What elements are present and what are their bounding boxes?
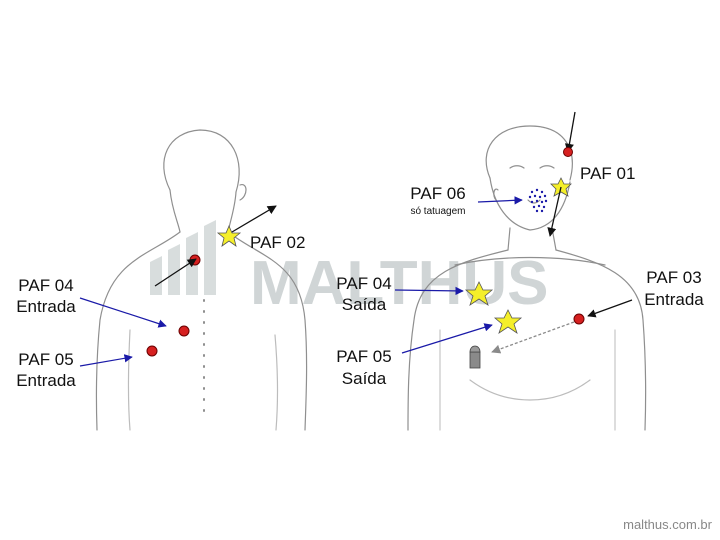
paf01-exit-arrow [547,186,562,237]
paf01-entry-wound [563,147,573,157]
paf04-back-entry-wound [178,325,190,337]
paf05-back-sublabel: Entrada [16,371,76,390]
watermark-text: MALTHUS [250,249,548,318]
paf04-front-exit-star [464,281,494,306]
paf04-back-label: PAF 04 [18,276,74,295]
paf05-front-exit-star [493,309,523,334]
paf03-pointer [587,299,633,318]
paf03-sublabel: Entrada [644,290,704,309]
paf04-front-label: PAF 04 [336,274,392,293]
watermark: MALTHUS [150,220,548,318]
paf05-front-pointer [401,323,493,354]
paf06-pointer [477,196,523,205]
paf06-sublabel: só tatuagem [410,206,466,217]
front-view-figure [407,125,647,431]
paf02-label: PAF 02 [250,233,306,252]
paf01-label: PAF 01 [580,164,636,183]
paf05-front-sublabel: Saída [341,369,387,388]
paf04-back-sublabel: Entrada [16,297,76,316]
paf06-tattoo-dots [528,188,548,213]
paf05-back-pointer [79,354,133,367]
paf04-back-pointer [79,297,167,328]
paf02-trajectory-arrow [154,258,197,287]
site-credit: malthus.com.br [623,517,712,532]
paf05-back-label: PAF 05 [18,350,74,369]
paf05-back-entry-wound [146,345,158,357]
projectile [469,345,481,369]
paf03-trajectory-arrow [491,321,575,354]
paf03-entry-wound [573,313,585,325]
paf03-label: PAF 03 [646,268,702,287]
paf04-front-sublabel: Saída [341,295,387,314]
paf02-exit-arrow [231,205,277,233]
paf02-exit-star [216,224,242,247]
paf06-label: PAF 06 [410,184,466,203]
paf01-trajectory-arrow [564,111,576,153]
paf05-front-label: PAF 05 [336,347,392,366]
paf04-front-pointer [394,286,464,296]
